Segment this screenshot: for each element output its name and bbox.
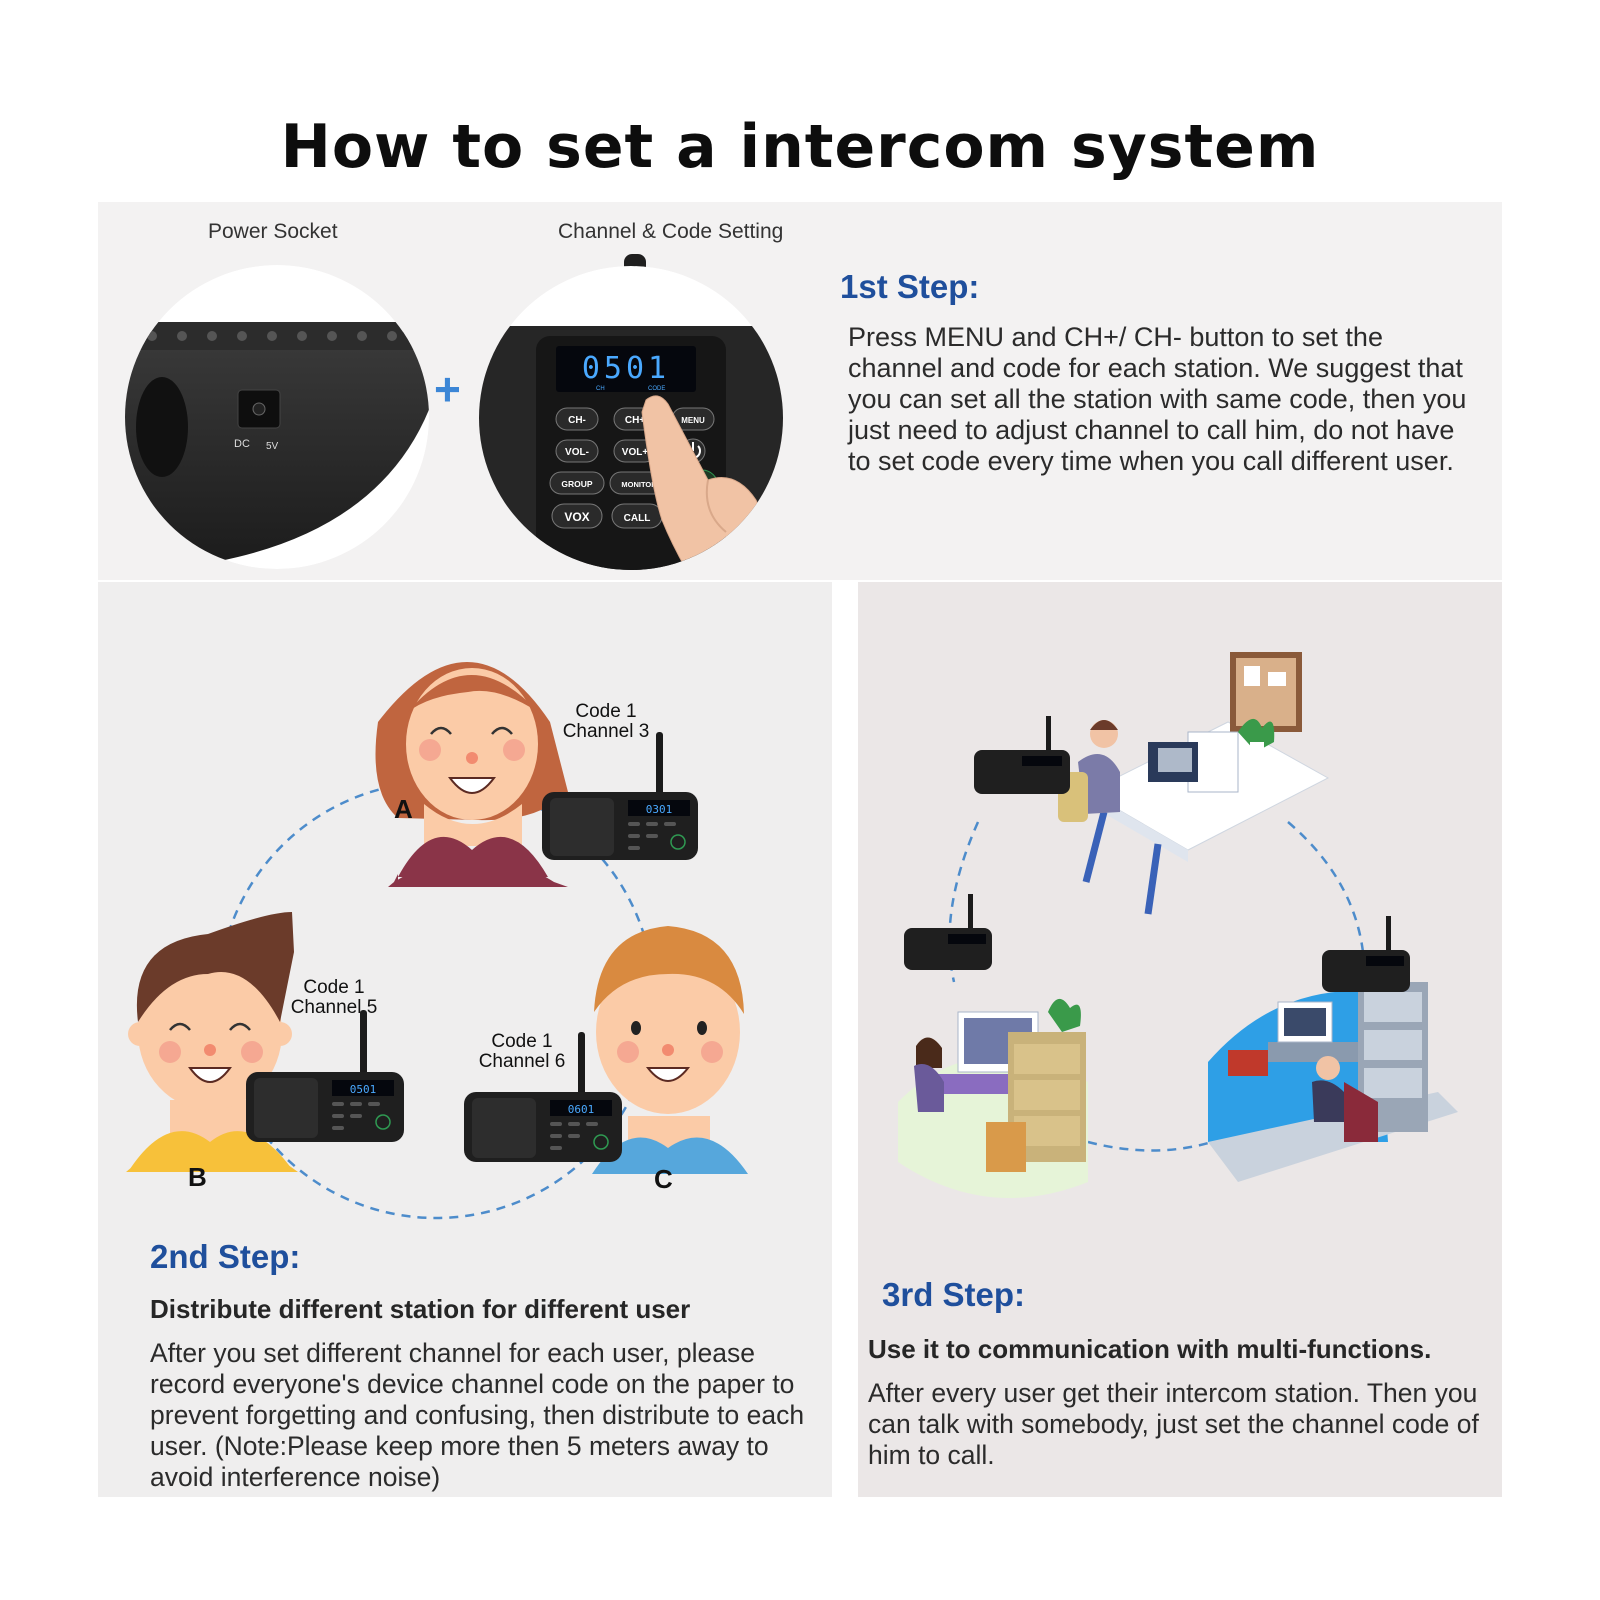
station-left xyxy=(904,894,992,970)
dc-label: DC xyxy=(234,438,250,450)
user-a-letter: A xyxy=(394,794,413,824)
user-c-channel: Channel 6 xyxy=(478,1051,566,1072)
key-call[interactable]: CALL xyxy=(624,513,651,524)
step2-illustration: 0301 A 0501 B xyxy=(126,662,748,1220)
user-a-code: Code 1 xyxy=(575,701,637,722)
station-b-display: 0501 xyxy=(350,1083,377,1096)
step3-body: After every user get their intercom stat… xyxy=(868,1378,1479,1470)
user-b-channel: Channel 5 xyxy=(290,997,378,1018)
station-right xyxy=(1322,916,1410,992)
step3-subheading: Use it to communication with multi-funct… xyxy=(868,1334,1432,1364)
key-monitor[interactable]: MONITOR xyxy=(621,480,657,489)
display-code: CODE xyxy=(648,386,665,392)
power-socket-photo: DC 5V xyxy=(125,265,429,569)
step2-body: After you set different channel for each… xyxy=(150,1338,805,1492)
step3-heading: 3rd Step: xyxy=(882,1276,1026,1313)
user-c-avatar xyxy=(592,926,748,1174)
5v-label: 5V xyxy=(266,441,279,452)
power-socket-caption: Power Socket xyxy=(208,220,338,243)
step2-heading: 2nd Step: xyxy=(150,1238,301,1275)
user-b-code: Code 1 xyxy=(303,977,365,998)
station-a-display: 0301 xyxy=(646,803,673,816)
user-a-channel: Channel 3 xyxy=(562,721,650,742)
step2-subheading: Distribute different station for differe… xyxy=(150,1294,691,1324)
keypad-photo: 0501 CH CODE CH- CH+ MENU VOL- VOL+ GROU… xyxy=(479,254,783,570)
station-b: 0501 xyxy=(246,1010,404,1142)
step1-panel: Power Socket Channel & Code Setting DC 5… xyxy=(98,202,1502,580)
step2-panel: 0301 A 0501 B xyxy=(98,582,832,1497)
channel-code-caption: Channel & Code Setting xyxy=(558,220,784,243)
key-vox[interactable]: VOX xyxy=(564,510,589,524)
user-b-letter: B xyxy=(188,1162,207,1192)
user-c-letter: C xyxy=(654,1164,673,1194)
key-ch-plus[interactable]: CH+ xyxy=(625,415,645,426)
page-title: How to set a intercom system xyxy=(280,112,1320,182)
user-c-code: Code 1 xyxy=(491,1031,553,1052)
user-b-avatar xyxy=(126,912,298,1172)
station-top xyxy=(974,716,1070,794)
step3-panel: 3rd Step: Use it to communication with m… xyxy=(858,582,1502,1497)
display-ch: CH xyxy=(596,386,605,392)
station-c: 0601 xyxy=(464,1032,622,1162)
step3-illustration xyxy=(898,652,1458,1198)
plus-icon: + xyxy=(434,363,461,415)
user-b-label: Code 1 Channel 5 xyxy=(274,978,394,1018)
office-right xyxy=(1208,982,1458,1182)
key-vol-minus[interactable]: VOL- xyxy=(565,447,589,458)
user-c-label: Code 1 Channel 6 xyxy=(462,1032,582,1072)
step1-heading: 1st Step: xyxy=(840,268,980,305)
key-ch-minus[interactable]: CH- xyxy=(568,415,586,426)
step1-body: Press MENU and CH+/ CH- button to set th… xyxy=(848,322,1467,476)
station-c-display: 0601 xyxy=(568,1103,595,1116)
display-digits: 0501 xyxy=(582,351,670,386)
office-top xyxy=(1058,652,1330,915)
office-left xyxy=(898,998,1088,1198)
key-menu[interactable]: MENU xyxy=(681,416,705,425)
station-a: 0301 xyxy=(542,732,698,860)
key-group[interactable]: GROUP xyxy=(561,479,593,489)
user-a-avatar xyxy=(375,662,568,890)
key-vol-plus[interactable]: VOL+ xyxy=(622,447,649,458)
user-a-label: Code 1 Channel 3 xyxy=(546,702,666,742)
